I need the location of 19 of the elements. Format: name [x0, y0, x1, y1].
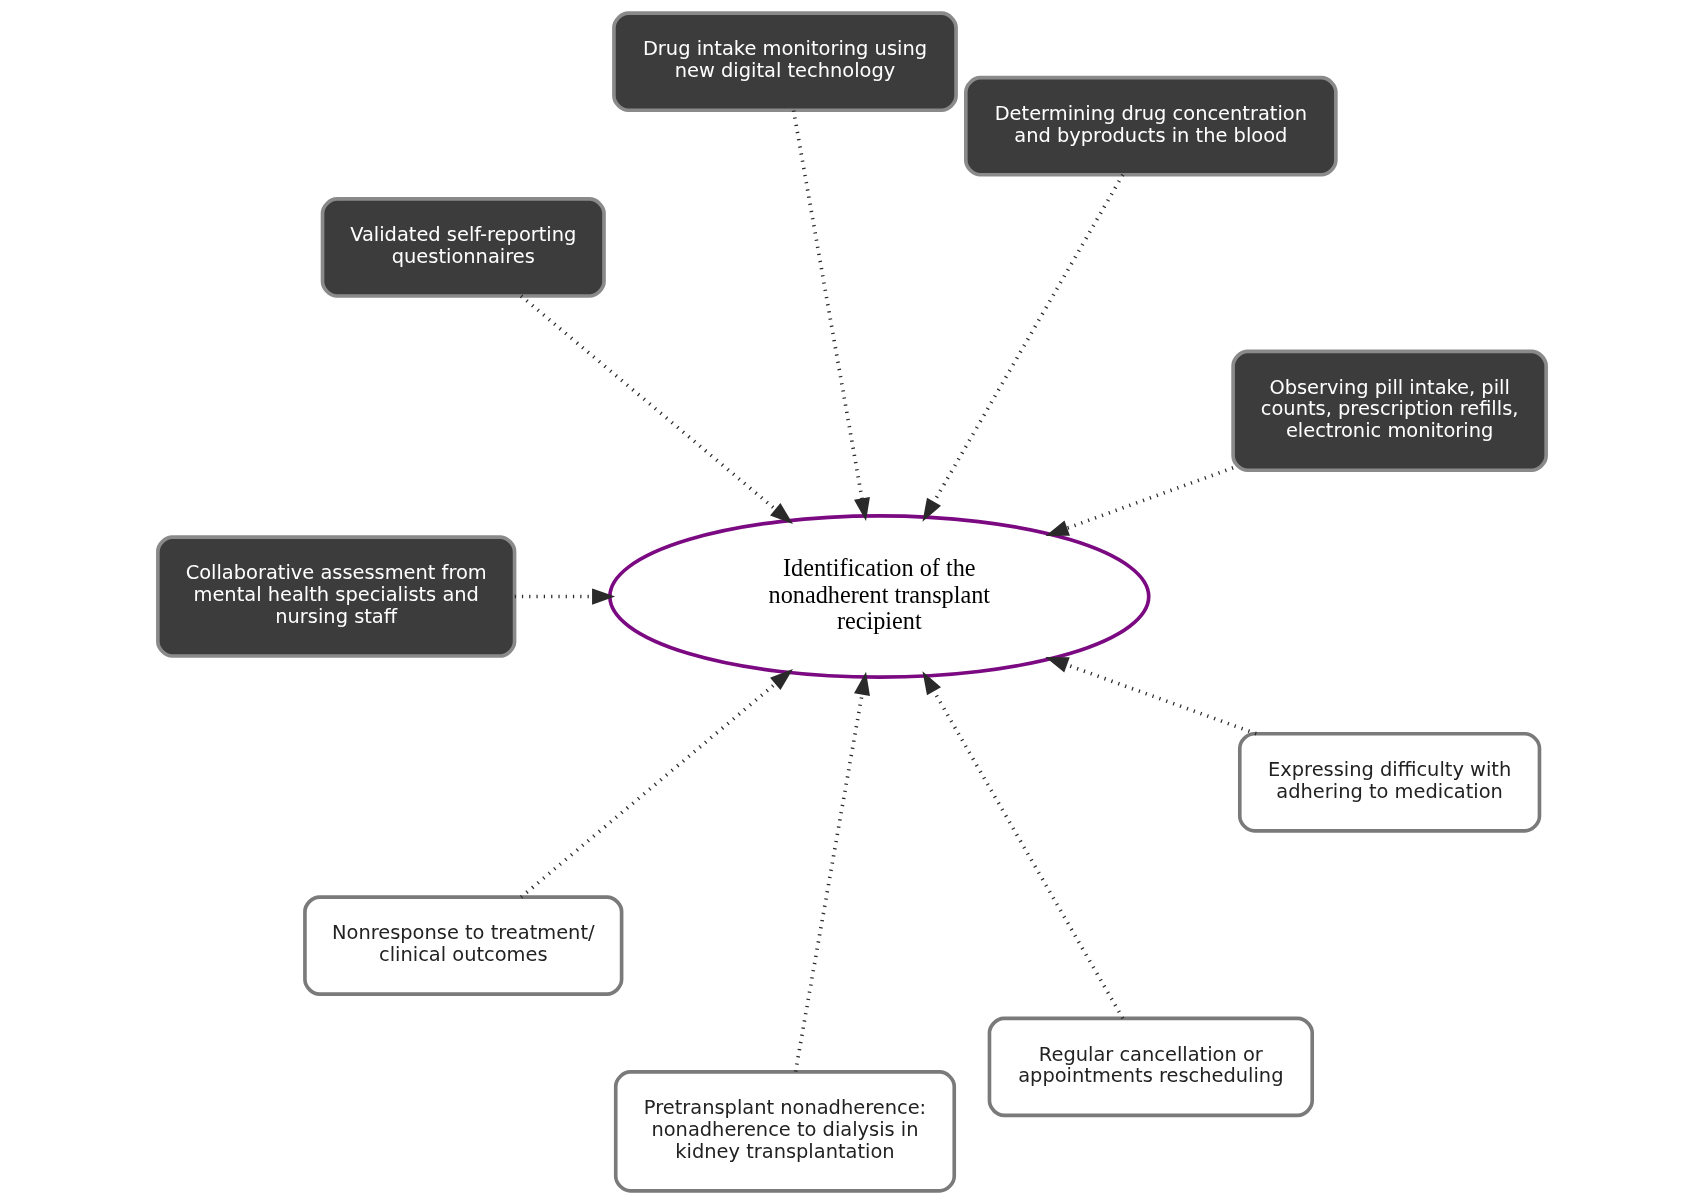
arrow: [791, 110, 870, 522]
node-box: Validated self-reporting questionnaires: [320, 197, 606, 298]
node-box: Expressing difficulty with adhering to medication: [1237, 731, 1541, 833]
arrow: [921, 173, 1124, 522]
node-box: Drug intake monitoring using new digital technology: [611, 11, 958, 113]
arrow: [519, 294, 793, 525]
arrow: [1045, 466, 1234, 537]
node-box: Nonresponse to treatment/ clinical outcomes: [302, 895, 623, 996]
node-box: Determining drug concentration and byproducts in the blood: [963, 75, 1338, 177]
arrow: [921, 671, 1124, 1020]
arrow: [514, 588, 615, 605]
node-ellipse: Identification of the nonadherent transplant recipient: [607, 514, 1151, 679]
node-box: Regular cancellation or appointments rescheduling: [987, 1016, 1314, 1118]
node-box: Collaborative assessment from mental health specialists and nursing staff: [155, 535, 516, 658]
arrow: [1044, 656, 1257, 736]
node-box: Observing pill intake, pill counts, prescription refills, electronic monitoring: [1230, 349, 1548, 473]
arrow: [793, 671, 870, 1072]
node-box: Pretransplant nonadherence: nonadherence to dialysis in kidney transplantation: [613, 1070, 956, 1193]
arrow: [519, 669, 793, 899]
